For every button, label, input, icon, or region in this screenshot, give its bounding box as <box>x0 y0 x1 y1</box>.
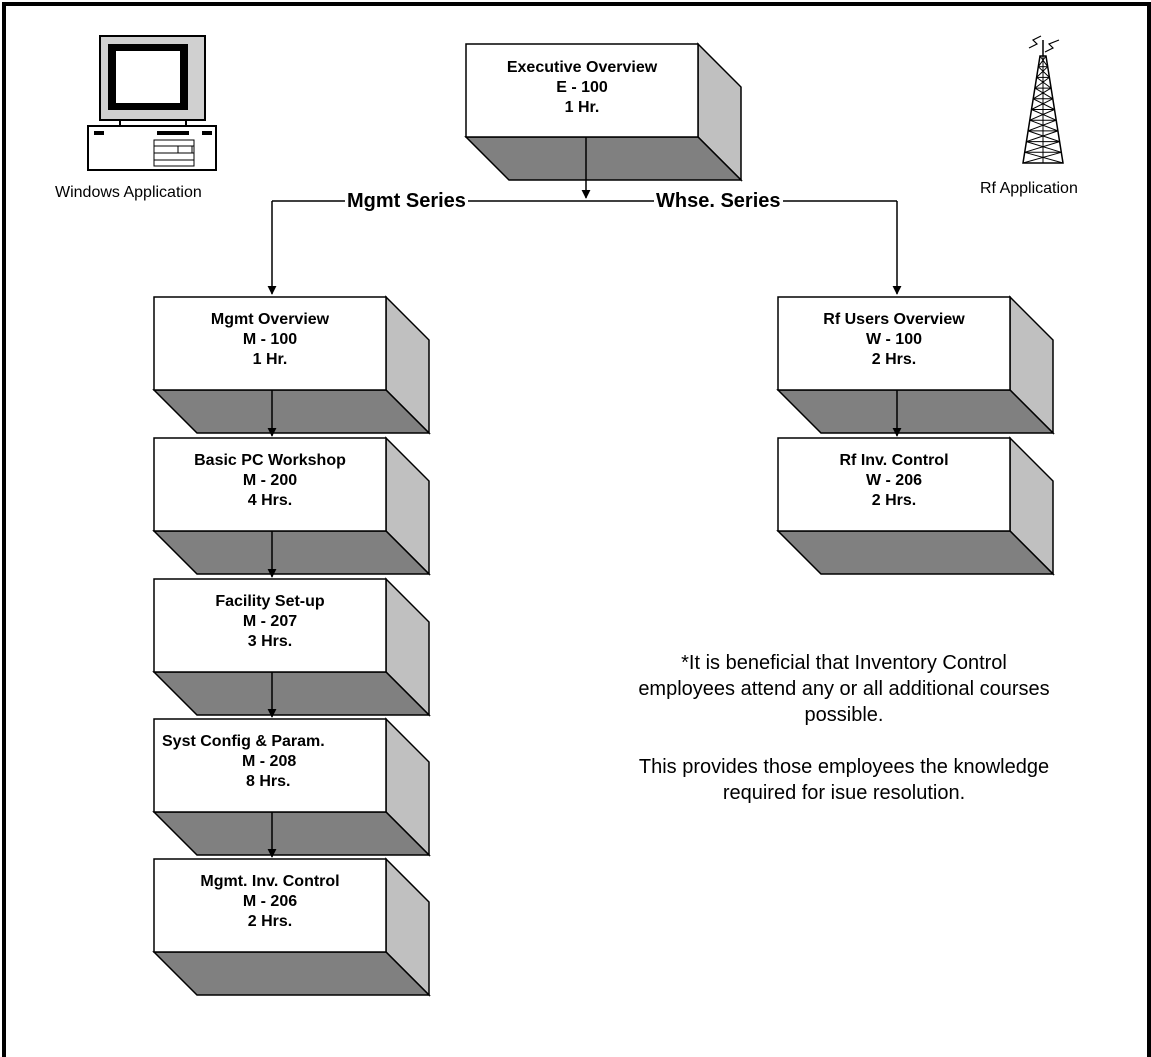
course-code: M - 206 <box>242 893 298 910</box>
course-title: Mgmt Overview <box>210 311 330 328</box>
mgmt-course-5: Mgmt. Inv. Control M - 206 2 Hrs. <box>154 872 386 932</box>
windows-application-caption: Windows Application <box>55 184 202 201</box>
executive-course-text: Executive Overview E - 100 1 Hr. <box>466 58 698 118</box>
mgmt-series-label: Mgmt Series <box>345 190 468 212</box>
whse-course-box <box>776 295 1055 435</box>
course-duration: 2 Hrs. <box>871 351 917 368</box>
mgmt-course-box <box>152 717 431 857</box>
course-title: Facility Set-up <box>215 593 325 610</box>
course-duration: 8 Hrs. <box>246 773 291 790</box>
course-duration: 1 Hr. <box>252 351 288 368</box>
mgmt-course-box <box>152 577 431 717</box>
course-title: Executive Overview <box>506 59 658 76</box>
note-paragraph: *It is beneficial that Inventory Control… <box>638 652 1050 726</box>
course-code: M - 207 <box>242 613 298 630</box>
radio-tower-icon <box>1022 35 1064 164</box>
course-duration: 1 Hr. <box>564 99 600 116</box>
course-duration: 2 Hrs. <box>871 492 917 509</box>
course-duration: 2 Hrs. <box>247 913 293 930</box>
desktop-computer-icon <box>87 35 217 171</box>
rf-application-caption: Rf Application <box>980 180 1078 197</box>
mgmt-course-1: Mgmt Overview M - 100 1 Hr. <box>154 310 386 370</box>
mgmt-course-3: Facility Set-up M - 207 3 Hrs. <box>154 592 386 652</box>
box-front-face <box>153 718 387 813</box>
course-duration: 4 Hrs. <box>247 492 293 509</box>
course-title: Rf Inv. Control <box>839 452 949 469</box>
whse-series-label: Whse. Series <box>654 190 783 212</box>
box-front-face <box>153 296 387 391</box>
executive-course-box <box>464 42 743 182</box>
mgmt-course-box <box>152 295 431 435</box>
course-code: M - 100 <box>242 331 298 348</box>
mgmt-course-box <box>152 857 431 997</box>
whse-course-box <box>776 436 1055 576</box>
mgmt-course-box <box>152 436 431 576</box>
note-text: *It is beneficial that Inventory Control… <box>634 650 1054 806</box>
course-title: Syst Config & Param. <box>162 733 325 750</box>
course-title: Basic PC Workshop <box>194 452 346 469</box>
box-front-face <box>777 437 1011 532</box>
course-duration: 3 Hrs. <box>247 633 293 650</box>
whse-course-1: Rf Users Overview W - 100 2 Hrs. <box>778 310 1010 370</box>
course-code: W - 100 <box>865 331 922 348</box>
course-code: M - 200 <box>242 472 298 489</box>
box-front-face <box>465 43 699 138</box>
box-front-face <box>153 437 387 532</box>
note-paragraph: This provides those employees the knowle… <box>638 756 1050 804</box>
mgmt-course-4: Syst Config & Param. M - 208 8 Hrs. <box>154 732 412 792</box>
whse-course-2: Rf Inv. Control W - 206 2 Hrs. <box>778 451 1010 511</box>
box-front-face <box>777 296 1011 391</box>
box-front-face <box>153 578 387 673</box>
mgmt-course-2: Basic PC Workshop M - 200 4 Hrs. <box>154 451 386 511</box>
course-code: E - 100 <box>556 79 608 96</box>
course-title: Rf Users Overview <box>823 311 965 328</box>
course-code: W - 206 <box>865 472 922 489</box>
box-front-face <box>153 858 387 953</box>
course-title: Mgmt. Inv. Control <box>200 873 340 890</box>
course-code: M - 208 <box>242 753 297 770</box>
